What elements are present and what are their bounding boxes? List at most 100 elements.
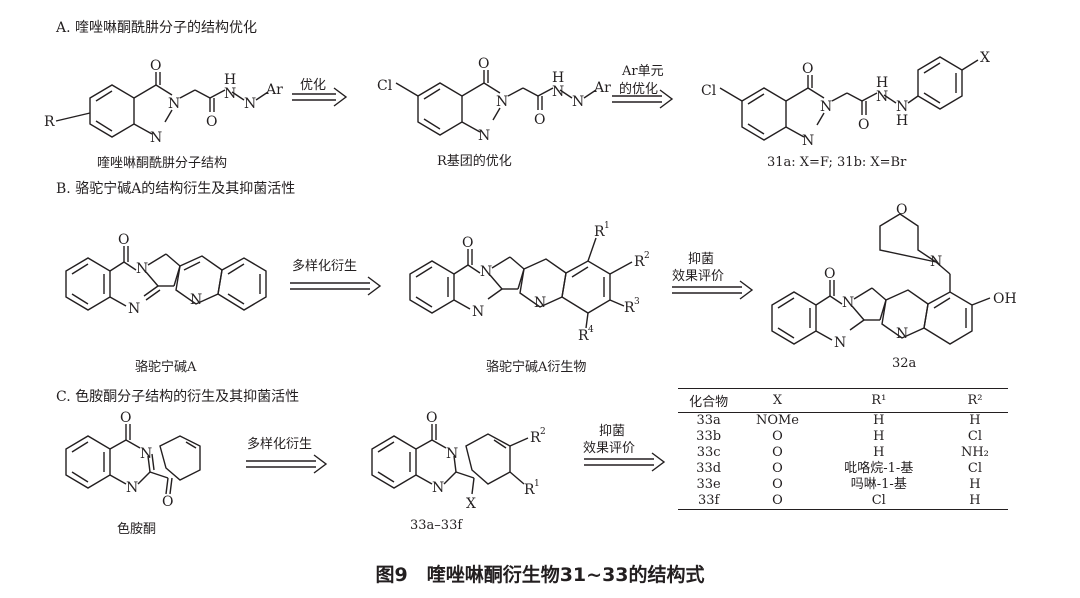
atom-n: N [802, 133, 814, 149]
atom-ar: Ar [265, 82, 283, 98]
atom-cl: Cl [701, 83, 717, 99]
atom-o: O [534, 112, 545, 128]
table-cell: Cl [967, 429, 982, 444]
atom-n: N [446, 446, 458, 462]
atom-n: N [896, 326, 908, 342]
atom-h: H [896, 113, 908, 129]
molecule-31 [719, 56, 979, 141]
atom-n: N [552, 84, 564, 100]
arrow-label-antibacterial-b-2: 效果评价 [672, 269, 725, 284]
atom-x: X [980, 50, 990, 66]
atom-o: O [462, 235, 473, 251]
atom-n: N [432, 480, 444, 496]
atom-n: N [190, 292, 202, 308]
atom-oh: OH [993, 291, 1017, 307]
table-cell: H [941, 493, 1008, 510]
atom-n: N [572, 94, 584, 110]
atom-n: N [876, 89, 888, 105]
table-row: 33d O 吡咯烷-1-基 Cl [678, 461, 1008, 477]
table-cell: NOMe [755, 413, 799, 428]
table-cell: H [873, 445, 885, 460]
table-row: 33c O H NH₂ [678, 445, 1008, 461]
section-a-title: A. 喹唑啉酮酰肼分子的结构优化 [56, 20, 258, 36]
atom-h: H [552, 70, 564, 86]
atom-o: O [206, 114, 217, 130]
arrow-c1 [246, 454, 328, 474]
table-cell: 33a [696, 413, 721, 428]
table-cell: H [873, 429, 885, 444]
label-32a: 32a [892, 356, 917, 371]
atom-n: N [128, 301, 140, 317]
table-cell: O [772, 429, 783, 444]
table-header: 化合物 [678, 388, 740, 413]
atom-o: O [824, 266, 835, 282]
arrow-label-ar-unit-1: Ar单元 [622, 64, 664, 79]
table-cell: H [969, 413, 981, 428]
atom-n: N [126, 480, 138, 496]
table-cell: O [739, 493, 816, 510]
atom-o: O [896, 202, 907, 218]
arrow-label-optimize: 优化 [300, 78, 327, 93]
table-cell: O [772, 445, 783, 460]
label-luotonin-a-derivatives: 骆驼宁碱A衍生物 [486, 360, 587, 375]
table-header: X [739, 388, 816, 413]
arrow-a2 [612, 89, 674, 109]
atom-o: O [802, 61, 813, 77]
atom-o: O [120, 410, 131, 426]
molecule-luotonin-a [65, 246, 267, 311]
table-cell: 33e [696, 477, 721, 492]
table-header-row: 化合物 X R¹ R² [678, 388, 1008, 413]
molecule-32a [771, 213, 991, 345]
atom-o: O [162, 494, 173, 510]
atom-n: N [842, 295, 854, 311]
atom-r2: R [634, 254, 645, 270]
atom-r2-sup: 2 [540, 427, 546, 437]
arrow-b2 [672, 280, 754, 300]
atom-n: N [834, 335, 846, 351]
atom-h: H [876, 75, 888, 91]
atom-n: N [168, 96, 180, 112]
atom-o: O [858, 117, 869, 133]
label-luotonin-a: 骆驼宁碱A [135, 360, 197, 375]
atom-n: N [496, 94, 508, 110]
atom-n: N [224, 86, 236, 102]
molecule-quinazolinone-hydrazide [55, 72, 269, 138]
table-cell: 33b [696, 429, 722, 444]
arrow-label-diverse-derivation-c: 多样化衍生 [247, 437, 313, 452]
atom-n: N [820, 99, 832, 115]
atom-r1: R [594, 224, 605, 240]
atom-r3-sup: 3 [634, 297, 640, 307]
label-r-group-optimization: R基团的优化 [437, 154, 512, 169]
arrow-c2 [584, 452, 666, 472]
atom-o: O [426, 410, 437, 426]
atom-n: N [930, 254, 942, 270]
table-cell: 吗啉-1-基 [850, 477, 907, 492]
arrow-b1 [290, 276, 382, 296]
table-cell: O [772, 477, 783, 492]
atom-r: R [44, 114, 55, 130]
atom-n: N [480, 264, 492, 280]
atom-n: N [472, 304, 484, 320]
atom-r1-sup: 1 [604, 221, 610, 231]
section-c-title: C. 色胺酮分子结构的衍生及其抑菌活性 [56, 389, 300, 405]
atom-n: N [896, 99, 908, 115]
arrow-label-diverse-derivation-b: 多样化衍生 [292, 259, 358, 274]
atom-r2-sup: 2 [644, 251, 650, 261]
atom-r4-sup: 4 [588, 325, 594, 335]
atom-r2: R [530, 430, 541, 446]
compound-table: 化合物 X R¹ R² 33a NOMe H H 33b O H Cl 33c … [678, 388, 1008, 510]
table-row: 33b O H Cl [678, 429, 1008, 445]
label-33a-33f: 33a–33f [410, 518, 463, 533]
table-cell: Cl [967, 461, 982, 476]
molecule-r-optimized [395, 70, 597, 136]
atom-n: N [244, 96, 256, 112]
arrow-label-antibacterial-c-2: 效果评价 [583, 441, 636, 456]
atom-n: N [136, 261, 148, 277]
table-row: 33e O 吗啉-1-基 H [678, 477, 1008, 493]
molecule-tryptanthrin [65, 424, 201, 495]
atom-cl: Cl [377, 78, 393, 94]
arrow-label-antibacterial-b-1: 抑菌 [688, 252, 715, 267]
table-cell: Cl [815, 493, 942, 510]
table-cell: 33d [696, 461, 722, 476]
